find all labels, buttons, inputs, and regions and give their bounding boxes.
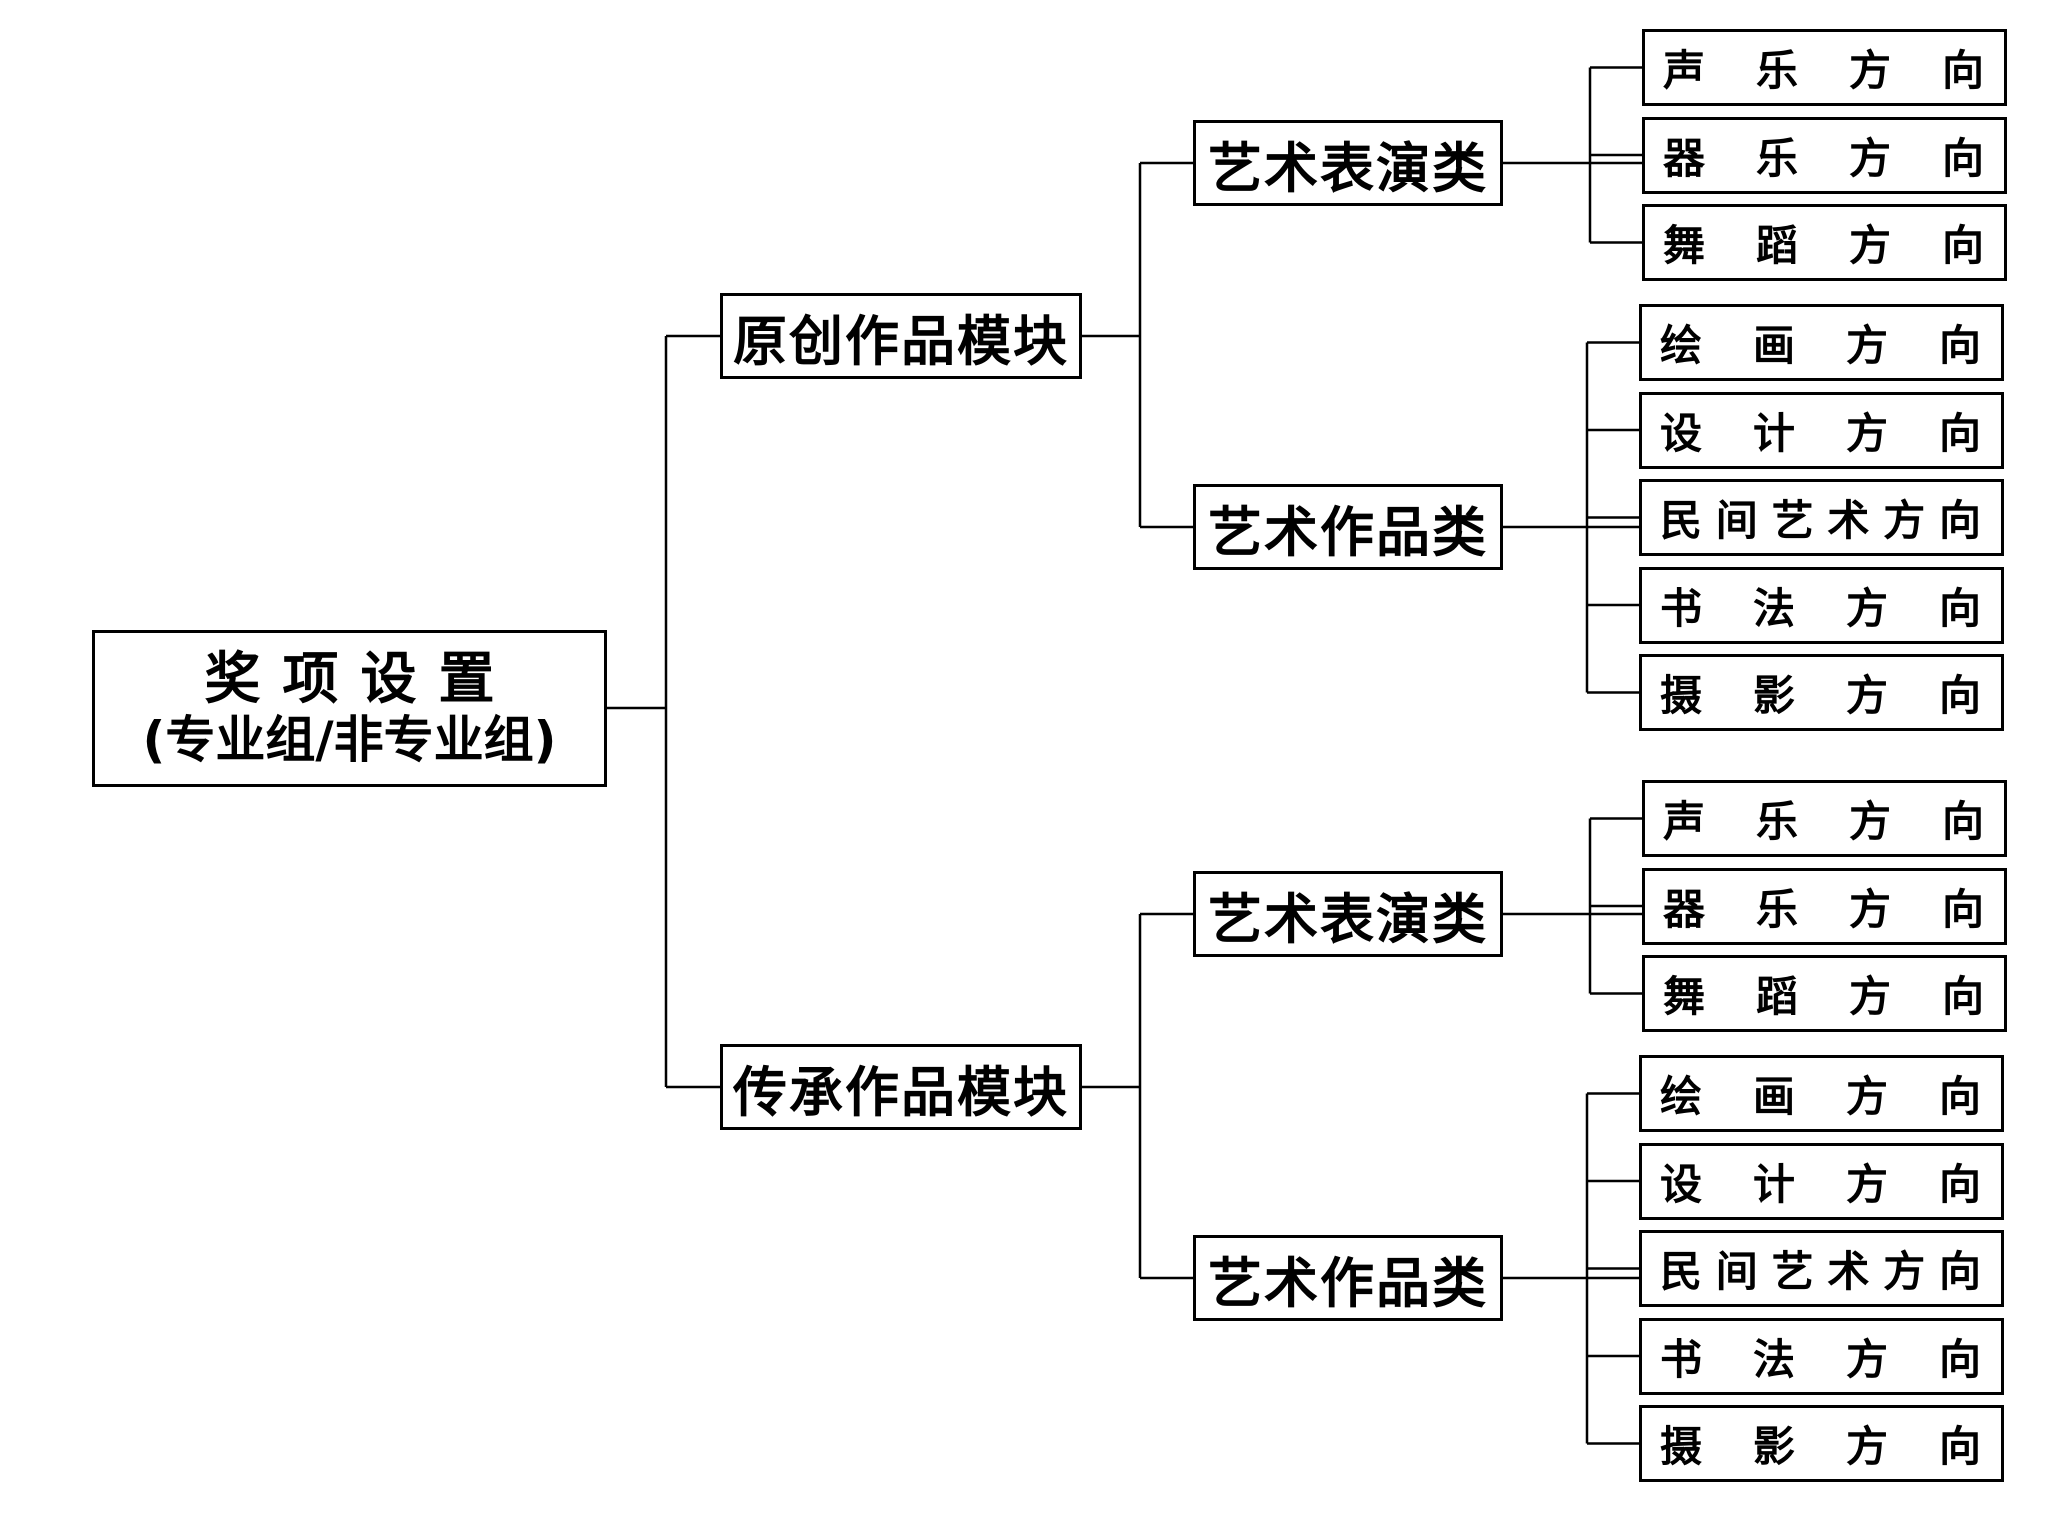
category-node: 艺术表演类: [1193, 871, 1503, 957]
direction-char: 计: [1752, 1159, 1795, 1209]
direction-char: 方: [1845, 671, 1888, 720]
direction-node: 摄影 方 向: [1639, 654, 2004, 731]
direction-char: 向: [1938, 496, 1981, 545]
direction-char: 乐: [1755, 797, 1798, 846]
direction-char: 摄: [1660, 1422, 1703, 1471]
direction-node: 民间艺术方向: [1639, 479, 2004, 556]
direction-char: 声: [1663, 797, 1706, 846]
direction-char: 向: [1938, 1072, 1981, 1121]
direction-char: 民: [1660, 496, 1703, 545]
direction-char: 向: [1938, 321, 1981, 370]
direction-char: 器: [1663, 884, 1706, 934]
direction-char: 方: [1848, 884, 1891, 934]
direction-char: 计: [1752, 408, 1795, 458]
direction-char: 影: [1752, 671, 1795, 720]
direction-char: 艺: [1771, 496, 1814, 545]
direction-char: 向: [1938, 671, 1981, 720]
direction-node: 民间艺术方向: [1639, 1230, 2004, 1307]
direction-char: 向: [1941, 133, 1984, 183]
direction-char: 摄: [1660, 671, 1703, 720]
direction-char: 向: [1941, 972, 1984, 1021]
direction-char: 舞: [1663, 972, 1706, 1021]
module-node: 传承作品模块: [720, 1044, 1082, 1130]
direction-char: 间: [1715, 1247, 1758, 1296]
direction-char: 民: [1660, 1247, 1703, 1296]
direction-char: 术: [1827, 496, 1870, 545]
direction-node: 器乐方向: [1642, 867, 2007, 945]
category-node: 艺术作品类: [1193, 1235, 1503, 1321]
direction-char: 向: [1941, 797, 1984, 846]
direction-node: 舞蹈 方 向: [1642, 955, 2007, 1032]
root-title: 奖项设置: [204, 646, 517, 712]
direction-node: 绘画 方 向: [1639, 1055, 2004, 1132]
direction-char: 向: [1941, 221, 1984, 270]
direction-char: 声: [1663, 46, 1706, 95]
root-subtitle: (专业组/非专业组): [142, 710, 557, 769]
direction-node: 器乐方向: [1642, 116, 2007, 194]
direction-char: 器: [1663, 133, 1706, 183]
direction-node: 绘画 方 向: [1639, 304, 2004, 381]
direction-char: 影: [1752, 1422, 1795, 1471]
direction-char: 蹈: [1755, 972, 1798, 1021]
direction-char: 方: [1845, 583, 1888, 633]
direction-char: 间: [1715, 496, 1758, 545]
direction-char: 画: [1752, 1072, 1795, 1121]
direction-char: 方: [1848, 797, 1891, 846]
direction-char: 方: [1845, 1072, 1888, 1121]
direction-char: 乐: [1755, 46, 1798, 95]
direction-char: 方: [1845, 1422, 1888, 1471]
direction-char: 向: [1938, 408, 1981, 458]
module-node: 原创作品模块: [720, 293, 1082, 379]
direction-char: 向: [1941, 884, 1984, 934]
direction-char: 乐: [1755, 884, 1798, 934]
direction-node: 设计方向: [1639, 1142, 2004, 1220]
direction-char: 方: [1848, 133, 1891, 183]
direction-char: 方: [1848, 46, 1891, 95]
direction-node: 设计方向: [1639, 391, 2004, 469]
direction-char: 向: [1938, 583, 1981, 633]
direction-node: 舞蹈 方 向: [1642, 204, 2007, 281]
direction-char: 向: [1938, 1247, 1981, 1296]
direction-char: 方: [1845, 1334, 1888, 1384]
direction-node: 书法方向: [1639, 1317, 2004, 1395]
direction-char: 向: [1938, 1422, 1981, 1471]
direction-node: 书法方向: [1639, 566, 2004, 644]
direction-char: 向: [1938, 1334, 1981, 1384]
direction-node: 声乐 方 向: [1642, 780, 2007, 857]
direction-node: 声乐 方 向: [1642, 29, 2007, 106]
category-node: 艺术作品类: [1193, 484, 1503, 570]
direction-char: 设: [1660, 408, 1703, 458]
direction-char: 设: [1660, 1159, 1703, 1209]
direction-char: 乐: [1755, 133, 1798, 183]
direction-char: 方: [1883, 1247, 1926, 1296]
direction-char: 法: [1752, 1334, 1795, 1384]
direction-char: 方: [1845, 1159, 1888, 1209]
direction-char: 书: [1660, 1334, 1703, 1384]
direction-char: 方: [1848, 972, 1891, 1021]
direction-char: 方: [1845, 408, 1888, 458]
direction-char: 法: [1752, 583, 1795, 633]
direction-char: 方: [1883, 496, 1926, 545]
root-node: 奖项设置 (专业组/非专业组): [92, 630, 607, 787]
direction-char: 画: [1752, 321, 1795, 370]
direction-char: 方: [1848, 221, 1891, 270]
category-node: 艺术表演类: [1193, 120, 1503, 206]
direction-char: 蹈: [1755, 221, 1798, 270]
direction-char: 向: [1938, 1159, 1981, 1209]
direction-char: 艺: [1771, 1247, 1814, 1296]
direction-node: 摄影 方 向: [1639, 1405, 2004, 1482]
direction-char: 书: [1660, 583, 1703, 633]
direction-char: 绘: [1660, 1072, 1703, 1121]
direction-char: 术: [1827, 1247, 1870, 1296]
direction-char: 方: [1845, 321, 1888, 370]
direction-char: 向: [1941, 46, 1984, 95]
direction-char: 舞: [1663, 221, 1706, 270]
direction-char: 绘: [1660, 321, 1703, 370]
